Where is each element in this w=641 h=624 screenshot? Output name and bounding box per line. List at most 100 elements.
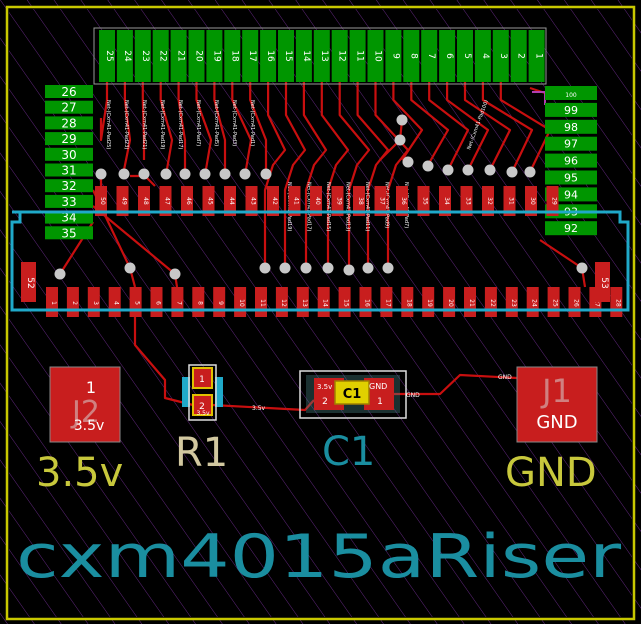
- top-connector-pin-label: 9: [390, 53, 400, 59]
- right-connector-pin-label: 97: [564, 138, 578, 151]
- main-connector-bottom-pin-label: 11: [259, 299, 266, 307]
- right-connector-pad: [545, 102, 597, 117]
- main-connector-bottom-pin-label: 14: [322, 299, 329, 307]
- left-connector-pad: [45, 85, 93, 98]
- track-net-3v5: 3.5v: [252, 405, 266, 412]
- top-connector-pad: [188, 30, 205, 82]
- left-connector-pin-label: 31: [61, 164, 76, 178]
- top-connector-pin-label: 3: [498, 53, 508, 59]
- top-connector-pin-label: 4: [480, 53, 490, 59]
- top-connector-pad: [242, 30, 259, 82]
- top-connector-pad: [349, 30, 366, 82]
- main-connector-top-pad: [138, 186, 150, 216]
- track: [302, 82, 328, 268]
- via: [124, 262, 136, 274]
- c1-capacitor[interactable]: C1 3.5v GND 2 1: [299, 370, 407, 419]
- main-connector-top-pad: [95, 186, 107, 216]
- via: [260, 168, 272, 180]
- track: [320, 82, 350, 268]
- track-net-gnd-j1: GND: [498, 374, 512, 381]
- main-connector-bottom-pin-label: 7: [175, 301, 182, 305]
- j2-silk-label: 3.5v: [36, 450, 123, 496]
- left-connector-pin-label: 29: [61, 132, 76, 146]
- main-connector-top-pad: [202, 186, 215, 216]
- main-connector-top-pad: [525, 186, 537, 216]
- c1-pad-ref: C1: [343, 387, 362, 402]
- main-connector-side-pad: [21, 262, 36, 302]
- c1-silk-label: C1: [322, 429, 375, 475]
- j2-connector[interactable]: 1 J2 3.5v: [49, 366, 121, 443]
- main-connector-top-pin-label: 30: [529, 197, 536, 205]
- track: [159, 82, 174, 176]
- main-connector-top-pad: [224, 186, 236, 216]
- top-connector-pad: [403, 30, 420, 82]
- top-connector-pin-label: 18: [229, 50, 239, 62]
- track: [249, 82, 268, 175]
- track: [177, 82, 187, 175]
- left-connector-pin-label: 28: [61, 116, 76, 130]
- right-connector-pin-label: 98: [564, 121, 578, 134]
- right-connector-pin-label: 95: [564, 172, 578, 185]
- right-connector-pin-label: 100: [565, 92, 577, 99]
- via: [394, 134, 406, 146]
- via: [396, 114, 408, 126]
- via: [300, 262, 312, 274]
- j1-connector[interactable]: J1 GND: [516, 366, 598, 443]
- top-connector-pad: [278, 30, 294, 82]
- track: [428, 82, 470, 171]
- top-connector-pin-label: 11: [355, 50, 365, 61]
- right-connector-pin-label: 92: [564, 222, 578, 235]
- c1-pad-net-left: 3.5v: [317, 383, 332, 391]
- top-connector-pin-label: 20: [194, 50, 204, 62]
- right-connector-pad: [545, 136, 597, 151]
- right-connector-pad: [545, 221, 597, 236]
- via: [506, 166, 518, 178]
- top-connector-pad: [510, 30, 527, 82]
- top-connector-pin-label: 12: [337, 50, 347, 61]
- main-connector-top-pad: [245, 186, 258, 216]
- top-connector-pin-label: 16: [265, 50, 275, 62]
- main-connector-top-pad: [374, 186, 387, 216]
- left-connector-pad: [45, 210, 93, 224]
- via: [382, 262, 394, 274]
- track: [283, 82, 307, 268]
- top-connector-pin-label: 10: [373, 50, 383, 62]
- main-connector-bottom-pin-label: 1: [50, 301, 57, 305]
- top-connector-pad: [492, 30, 509, 82]
- main-connector-bottom-pin-label: 10: [238, 299, 245, 307]
- main-connector-top-pin-label: 49: [121, 197, 128, 205]
- top-connector-pad: [170, 30, 187, 82]
- main-connector-top-pad: [331, 186, 344, 216]
- r1-resistor[interactable]: 1 2 3.5v: [182, 364, 223, 421]
- board-title: cxm4015aRiser: [16, 522, 621, 592]
- main-connector-top-pin-label: 42: [271, 197, 278, 205]
- via: [95, 168, 107, 180]
- track-net-gnd-c1: GND: [406, 392, 420, 399]
- main-connector-top-pin-label: 45: [207, 197, 214, 205]
- right-connector-pin-label: 94: [564, 188, 578, 201]
- top-connector-body: [93, 27, 547, 85]
- via: [362, 262, 374, 274]
- main-net-label: Net-(Cxm41-Pad11): [364, 182, 370, 231]
- left-connector-pad: [45, 179, 93, 193]
- top-connector-pad: [260, 30, 277, 82]
- track: [410, 82, 450, 166]
- main-connector-bottom-pin-label: 22: [489, 299, 496, 307]
- top-net-label: Net-(Cxm41-Pad17): [177, 100, 183, 149]
- top-connector-pin-label: 22: [158, 50, 168, 61]
- top-connector-pad: [134, 30, 151, 82]
- left-connector-pad: [45, 116, 93, 130]
- right-connector-pin-label: 99: [564, 104, 578, 117]
- track: [481, 82, 534, 173]
- top-connector-pin-label: 7: [426, 53, 436, 59]
- top-connector-pin-label: 8: [408, 53, 418, 59]
- via: [199, 168, 211, 180]
- top-connector-pin-label: 23: [140, 50, 150, 61]
- right-connector-pad: [545, 119, 597, 134]
- left-connector-pad: [45, 194, 93, 208]
- via: [402, 156, 414, 168]
- top-connector-pin-label: 15: [283, 50, 293, 61]
- top-connector-pad: [224, 30, 241, 82]
- top-connector-pad: [206, 30, 223, 82]
- main-connector-bottom-pin-label: 17: [384, 299, 391, 307]
